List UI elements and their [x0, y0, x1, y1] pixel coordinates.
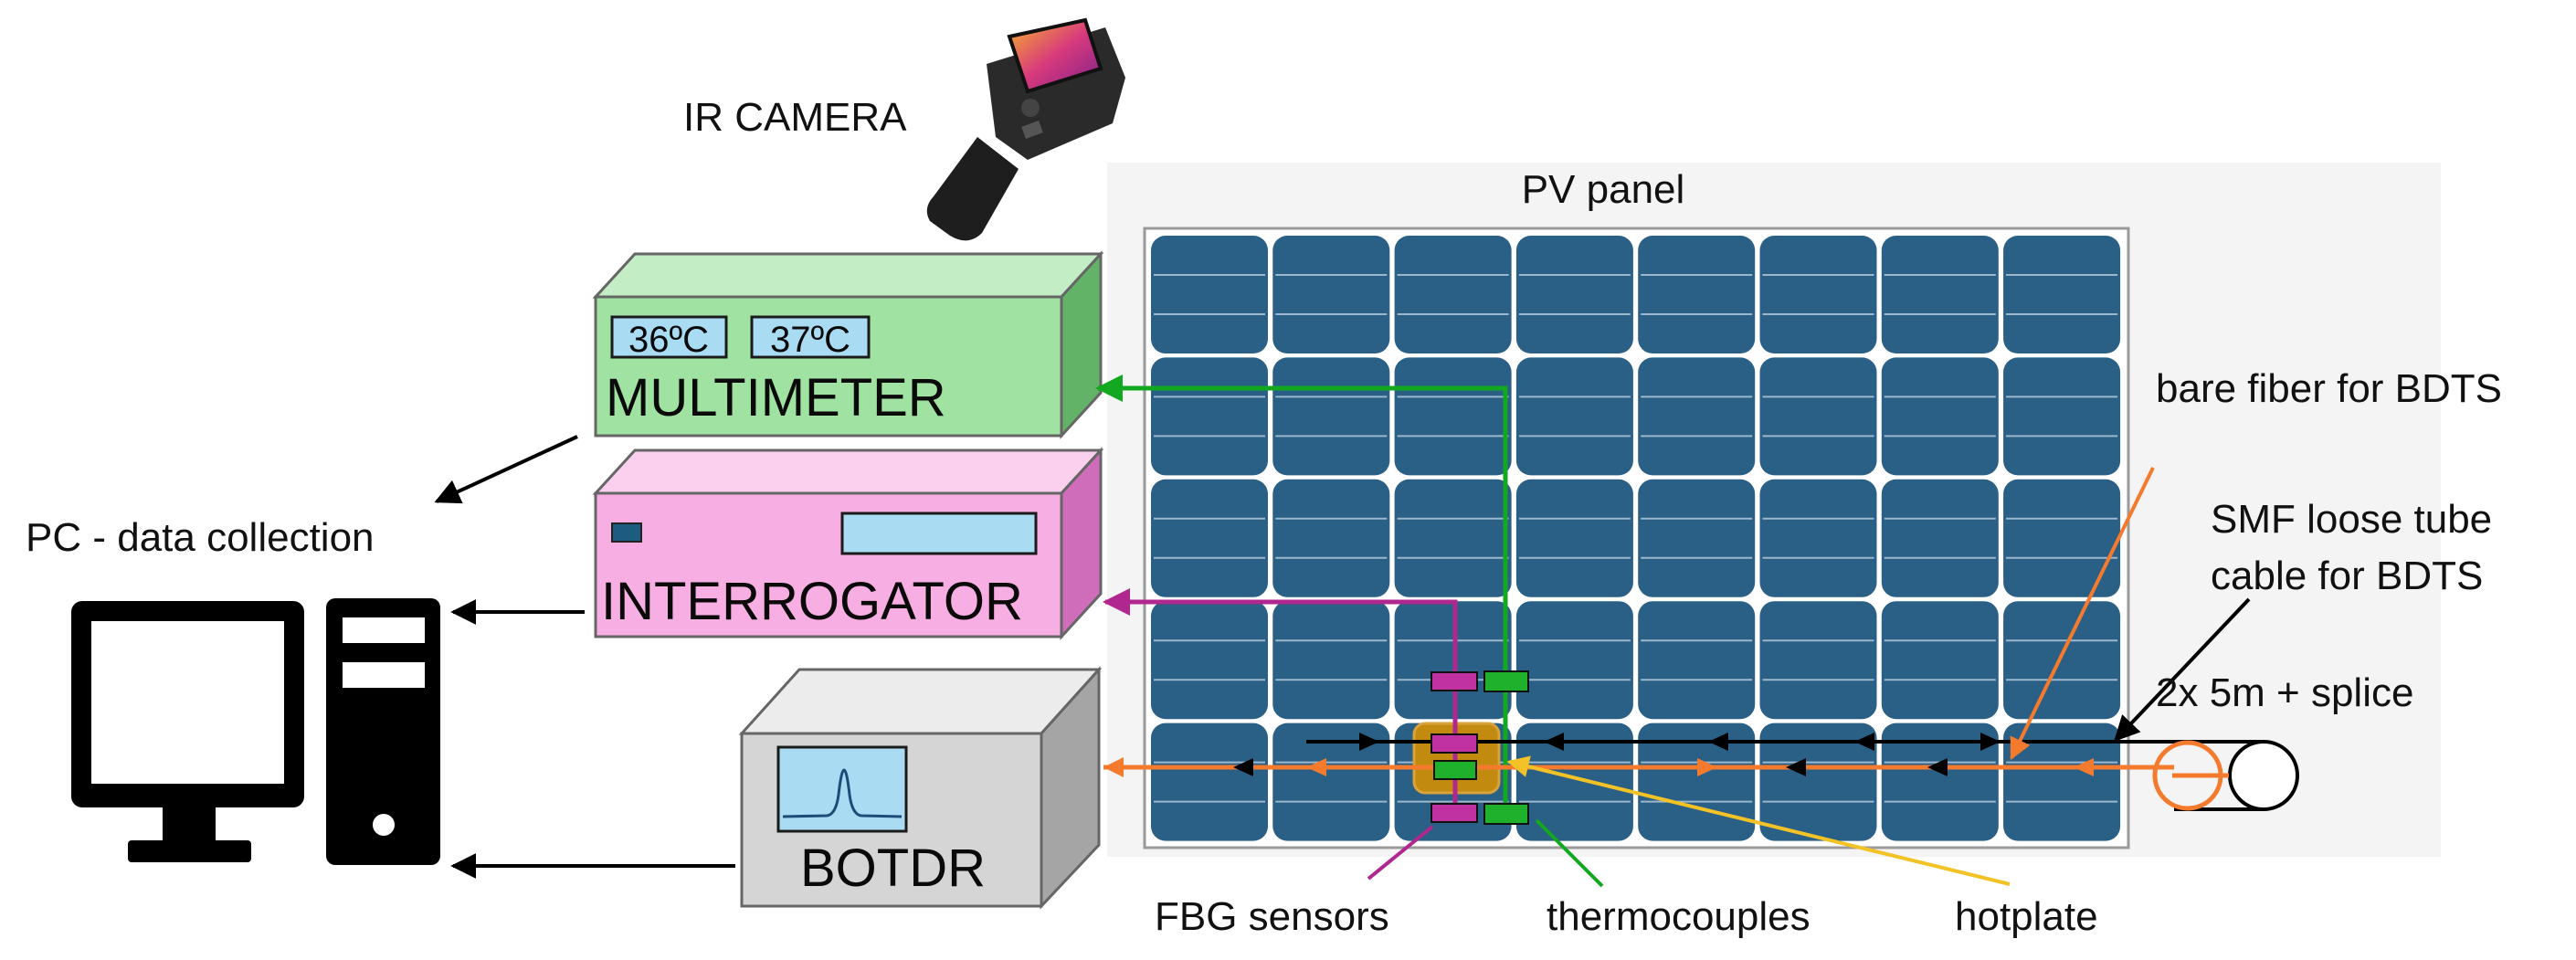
ir-camera-icon: [926, 17, 1125, 241]
pv-cell: [1759, 357, 1877, 476]
pv-cell: [1638, 236, 1756, 353]
smf-arrows: [1359, 733, 2001, 751]
botdr-device: [738, 666, 1103, 910]
fbg-sensors: [1431, 671, 1478, 823]
interrogator-device: [592, 447, 1104, 640]
pv-cell: [1515, 723, 1633, 841]
pv-cell: [1638, 601, 1756, 720]
fbg-sensors-label: FBG sensors: [1155, 894, 1389, 939]
pv-cell: [1759, 236, 1877, 353]
pv-cell: [1881, 479, 1999, 597]
pv-cell: [1759, 601, 1877, 720]
pv-cell: [2003, 601, 2121, 720]
pv-cell: [1515, 357, 1633, 476]
bare-fiber-pointer: [2010, 467, 2155, 761]
bare-fiber-line: [1103, 740, 2229, 811]
smf-cable-label-line2: cable for BDTS: [2211, 554, 2483, 598]
pv-cell: [1881, 357, 1999, 476]
botdr-label: BOTDR: [800, 839, 986, 898]
pv-cell: [1151, 601, 1268, 720]
pv-cell: [1515, 601, 1633, 720]
pv-cell: [1638, 357, 1756, 476]
thermocouples-label: thermocouples: [1547, 894, 1811, 939]
pv-cell: [1881, 723, 1999, 841]
pv-cell: [1638, 723, 1756, 841]
pv-cell: [1759, 479, 1877, 597]
pv-cell: [1151, 479, 1268, 597]
pv-cell: [1759, 723, 1877, 841]
pv-cell: [1151, 723, 1268, 841]
smf-cable-pointer: [2114, 597, 2251, 743]
pv-cell: [1515, 479, 1633, 597]
multimeter-reading-1: 36ºC: [628, 320, 709, 360]
smf-cable-label-line1: SMF loose tube: [2211, 497, 2492, 542]
bare-fiber-label: bare fiber for BDTS: [2156, 366, 2502, 411]
hotplate-label: hotplate: [1955, 894, 2098, 939]
interrogator-display: [840, 512, 1038, 555]
multimeter-device: [592, 250, 1104, 439]
pv-cell: [2003, 479, 2121, 597]
interrogator-led: [611, 522, 642, 543]
pv-cell: [1394, 236, 1512, 353]
pv-cell: [1272, 723, 1390, 841]
fbg-pointer: [1367, 825, 1434, 881]
splice-label: 2x 5m + splice: [2156, 670, 2413, 715]
ir-camera-label: IR CAMERA: [683, 95, 907, 140]
pc-computer-icon: [71, 598, 440, 865]
interrogator-label: INTERROGATOR: [601, 572, 1023, 631]
pv-cell: [2003, 357, 2121, 476]
pv-cell: [2003, 723, 2121, 841]
pv-cell: [1272, 236, 1390, 353]
pv-cell: [2003, 236, 2121, 353]
thermocouple-sensors: [1433, 670, 1529, 825]
thermocouple-pointer: [1535, 818, 1604, 888]
pv-cell: [1394, 479, 1512, 597]
pv-cell: [1272, 601, 1390, 720]
pv-cell: [1272, 357, 1390, 476]
pv-cell-grid: [1151, 236, 2121, 841]
pv-panel-label: PV panel: [1522, 167, 1685, 212]
pv-cell: [1881, 236, 1999, 353]
hotplate-pointer: [1506, 755, 2011, 886]
pv-cell: [1151, 236, 1268, 353]
fiber-arrows: [1103, 757, 2094, 777]
pv-cell: [1394, 357, 1512, 476]
pv-cell: [1151, 357, 1268, 476]
multimeter-reading-2: 37ºC: [770, 320, 850, 360]
multimeter-to-pc-arrow: [434, 435, 578, 504]
multimeter-display-2: [750, 315, 871, 359]
multimeter-display-1: [610, 315, 728, 359]
botdr-display: [776, 745, 908, 833]
pv-cell: [1881, 601, 1999, 720]
pv-cell: [1638, 479, 1756, 597]
pc-label: PC - data collection: [26, 515, 375, 560]
pv-cell: [1515, 236, 1633, 353]
pv-cell: [1272, 479, 1390, 597]
multimeter-label: MULTIMETER: [606, 368, 946, 427]
pv-panel: [1107, 163, 2441, 857]
